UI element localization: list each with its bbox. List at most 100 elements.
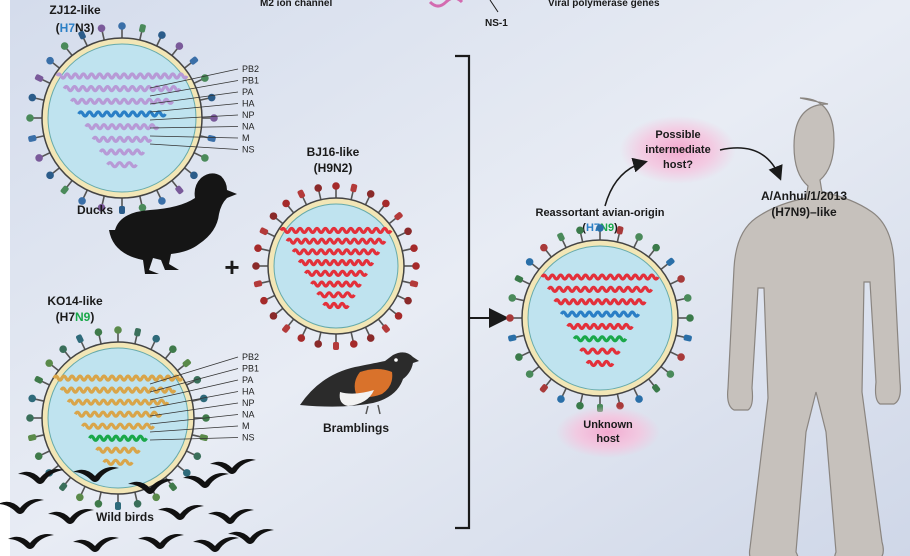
bj16-spike-ha	[297, 334, 305, 342]
zj12-segment-label: NP	[242, 110, 255, 120]
zj12-spike-ha	[190, 172, 198, 180]
reassortant-spike-ha	[540, 244, 548, 252]
ko14-spike-ha	[152, 493, 160, 501]
bj16-spike-ha	[270, 312, 278, 320]
reassortant-spike-ha	[677, 353, 685, 361]
bramblings-label: Bramblings	[323, 421, 389, 435]
reassortant-rna-segment	[574, 337, 626, 341]
zj12-segment-label: PB1	[242, 76, 259, 86]
reassortant-rna-segment	[542, 275, 658, 279]
ko14-spike-ha	[35, 452, 43, 460]
zj12-rna-segment	[93, 137, 151, 141]
reassortant-spike-ha	[667, 370, 675, 378]
zj12-spike-ha	[26, 114, 34, 122]
unknown-host-line1: Unknown	[583, 419, 633, 431]
ko14-segment-label: PA	[242, 375, 253, 385]
zj12-segment-label: M	[242, 133, 250, 143]
zj12-subtype: (H7N3)	[56, 21, 95, 35]
reassortant-spike-ha	[686, 314, 694, 322]
zj12-segment-label: NA	[242, 122, 255, 132]
zj12-spike-ha	[98, 25, 106, 33]
bj16-spike-ha	[260, 297, 268, 305]
ko14-spike-ha	[26, 414, 34, 422]
ko14-spike-ha	[45, 359, 53, 367]
zj12-segment-label: HA	[242, 99, 255, 109]
zj12-spike-ha	[118, 22, 126, 30]
bj16-rna-segment	[293, 250, 379, 254]
ko14-segment-label: NA	[242, 410, 255, 420]
zj12-spike-ha	[176, 42, 184, 50]
human-strain-line1: A/Anhui/1/2013	[761, 189, 847, 203]
bj16-subtype: (H9N2)	[314, 161, 353, 175]
bj16-spike-ha	[270, 212, 278, 220]
bj16-spike-ha	[350, 340, 358, 348]
ko14-rna-segment	[90, 436, 147, 440]
reassortant-spike-ha	[508, 294, 516, 302]
ko14-segment-label: NP	[242, 398, 255, 408]
bj16-spike-ha	[254, 244, 262, 252]
reassortant-spike-ha	[526, 370, 534, 378]
bj16-title: BJ16-like	[307, 145, 360, 159]
reassortant-core	[528, 246, 672, 390]
ko14-spike-ha	[134, 500, 142, 508]
ko14-core	[48, 348, 188, 488]
ko14-segment-label: PB2	[242, 352, 259, 362]
reassortant-spike-ha	[506, 314, 514, 322]
bj16-spike-na	[333, 342, 339, 350]
bj16-rna-segment	[324, 304, 348, 308]
bj16-spike-ha	[367, 190, 375, 198]
left-margin	[0, 0, 10, 556]
reassortant-spike-ha	[635, 395, 643, 403]
zj12-core	[48, 44, 196, 192]
human-strain-line2: (H7N9)–like	[771, 205, 837, 219]
zj12-segment-label: PA	[242, 87, 253, 97]
zj12-title: ZJ12-like	[49, 3, 101, 17]
bj16-rna-segment	[281, 228, 391, 232]
plus-sign: +	[224, 252, 239, 282]
zj12-spike-ha	[158, 197, 166, 205]
ko14-rna-segment	[54, 376, 182, 380]
reassortant-title: Reassortant avian-origin	[536, 207, 665, 219]
ko14-spike-ha	[95, 500, 103, 508]
zj12-spike-ha	[201, 154, 209, 162]
zj12-spike-ha	[158, 31, 166, 39]
zj12-segment-label: NS	[242, 145, 255, 155]
ko14-spike-ha	[183, 469, 191, 477]
reassortant-spike-ha	[652, 244, 660, 252]
ko14-spike-ha	[76, 493, 84, 501]
reassortant-spike-ha	[557, 395, 565, 403]
reassortant-spike-ha	[596, 224, 604, 232]
zj12-rna-segment	[79, 112, 166, 116]
zj12-segment-label: PB2	[242, 64, 259, 74]
reassortant-rna-segment	[587, 362, 613, 366]
m2-label: M2 ion channel	[260, 0, 332, 9]
ko14-rna-segment	[104, 460, 132, 464]
ducks-label: Ducks	[77, 203, 113, 217]
ko14-spike-ha	[28, 395, 36, 403]
ko14-segment-label: NS	[242, 433, 255, 443]
bj16-rna-segment	[312, 282, 361, 286]
ko14-title: KO14-like	[47, 294, 103, 308]
wild-birds-label: Wild birds	[96, 510, 154, 524]
viral-genes-label: Viral polymerase genes	[548, 0, 660, 9]
reassortant-spike-ha	[526, 258, 534, 266]
ko14-spike-ha	[114, 326, 122, 334]
bj16-spike-ha	[410, 244, 418, 252]
intermediate-line2: intermediate	[645, 144, 710, 156]
bj16-spike-ha	[252, 262, 260, 270]
ko14-segment-label: M	[242, 421, 250, 431]
ko14-spike-na	[115, 502, 121, 510]
ko14-subtype: (H7N9)	[56, 310, 95, 324]
ko14-rna-segment	[75, 412, 160, 416]
reassortant-spike-ha	[515, 353, 523, 361]
zj12-spike-na	[119, 206, 125, 214]
bj16-rna-segment	[305, 271, 366, 275]
bj16-spike-ha	[404, 297, 412, 305]
ko14-spike-ha	[193, 452, 201, 460]
zj12-spike-ha	[35, 154, 43, 162]
bj16-spike-ha	[314, 184, 322, 192]
bj16-spike-ha	[382, 200, 390, 208]
unknown-host-glow	[556, 406, 660, 458]
reassortant-spike-ha	[635, 233, 643, 241]
